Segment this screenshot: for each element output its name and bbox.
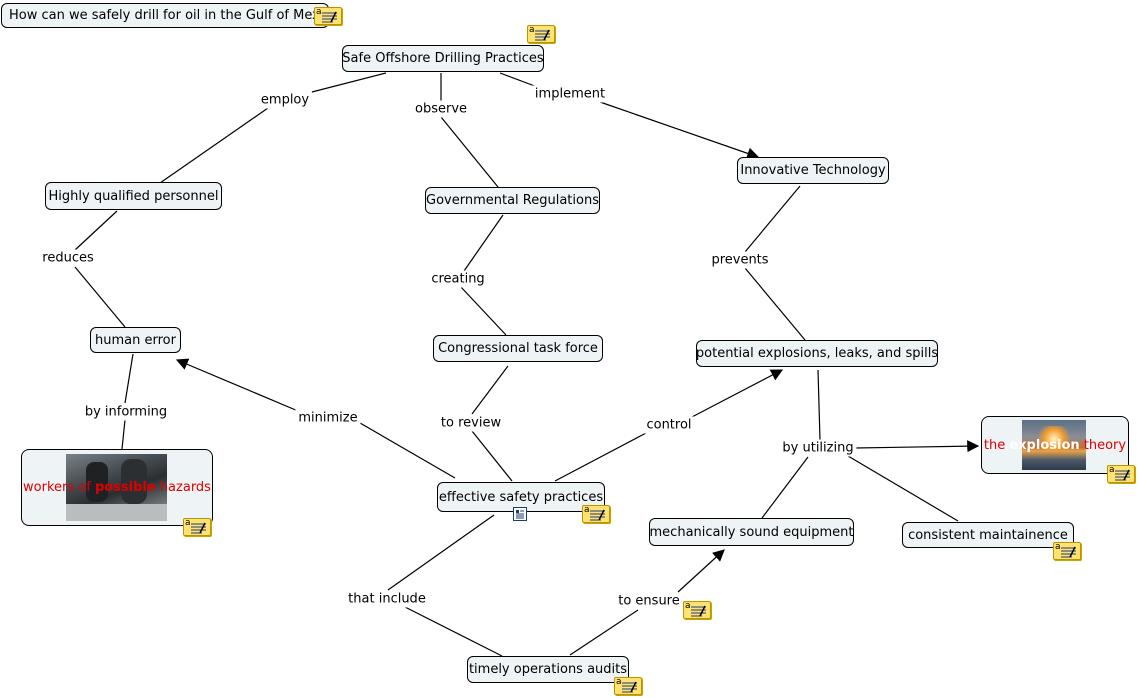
workers-hazards-label: workers of possible hazards [23, 480, 211, 495]
mechanical-text: mechanically sound equipment [649, 524, 854, 540]
link-by-informing: by informing [81, 403, 171, 421]
note-icon[interactable]: a [527, 25, 555, 43]
explosion-theory-text-1: the [983, 437, 1010, 453]
personnel-text: Highly qualified personnel [48, 188, 219, 204]
note-icon[interactable]: a [1107, 465, 1135, 483]
link-reduces: reduces [39, 249, 97, 267]
maintenance-text: consistent maintainence [908, 527, 1068, 543]
link-prevents: prevents [708, 251, 772, 269]
link-minimize: minimize [295, 409, 361, 427]
task-force-text: Congressional task force [438, 341, 598, 356]
regulations-node[interactable]: Governmental Regulations [425, 187, 600, 214]
workers-text-2: possible [94, 480, 156, 495]
audits-node[interactable]: timely operations audits [467, 656, 629, 683]
root-question-text: How can we safely drill for oil in the G… [9, 8, 339, 23]
root-question-node[interactable]: How can we safely drill for oil in the G… [1, 3, 339, 28]
link-that-include: that include [345, 590, 429, 608]
explosion-theory-text-2: explosion [1009, 437, 1080, 453]
explosion-theory-label: the explosion theory [984, 438, 1126, 453]
link-control: control [643, 416, 695, 434]
explosion-theory-text-3: theory [1079, 437, 1127, 453]
note-icon[interactable]: a [582, 505, 610, 523]
rig-explosion-image [1022, 420, 1086, 470]
explosion-theory-node[interactable]: the explosion theory [981, 416, 1129, 474]
link-employ: employ [257, 91, 313, 109]
note-icon[interactable]: a [614, 677, 642, 695]
link-creating: creating [428, 270, 488, 288]
document-resource-icon[interactable] [513, 507, 527, 521]
note-icon[interactable]: a [683, 601, 711, 619]
maintenance-node[interactable]: consistent maintainence [902, 522, 1074, 548]
explosions-text: potential explosions, leaks, and spills [695, 346, 939, 361]
link-to-review: to review [437, 414, 505, 432]
link-to-ensure: to ensure [615, 592, 683, 610]
explosions-node[interactable]: potential explosions, leaks, and spills [696, 340, 938, 367]
note-icon[interactable]: a [314, 7, 342, 25]
mechanical-node[interactable]: mechanically sound equipment [649, 518, 854, 546]
audits-text: timely operations audits [468, 662, 628, 677]
effective-practices-text: effective safety practices [438, 489, 604, 505]
human-error-node[interactable]: human error [90, 327, 181, 353]
personnel-node[interactable]: Highly qualified personnel [45, 182, 222, 210]
workers-hazards-node[interactable]: workers of possible hazards [21, 449, 213, 526]
link-by-utilizing: by utilizing [779, 439, 857, 457]
safe-offshore-text: Safe Offshore Drilling Practices [342, 51, 544, 66]
safe-offshore-node[interactable]: Safe Offshore Drilling Practices [342, 45, 544, 72]
note-icon[interactable]: a [1053, 542, 1081, 560]
human-error-text: human error [95, 332, 176, 348]
task-force-node[interactable]: Congressional task force [433, 335, 603, 362]
workers-text-3: hazards [155, 480, 211, 495]
oil-workers-image [66, 454, 167, 521]
note-icon[interactable]: a [183, 518, 211, 536]
innovative-tech-text: Innovative Technology [740, 163, 886, 178]
link-implement: implement [531, 85, 609, 103]
workers-text-1: workers of [23, 480, 95, 495]
regulations-text: Governmental Regulations [426, 193, 599, 208]
innovative-tech-node[interactable]: Innovative Technology [737, 157, 889, 184]
link-observe: observe [411, 100, 471, 118]
